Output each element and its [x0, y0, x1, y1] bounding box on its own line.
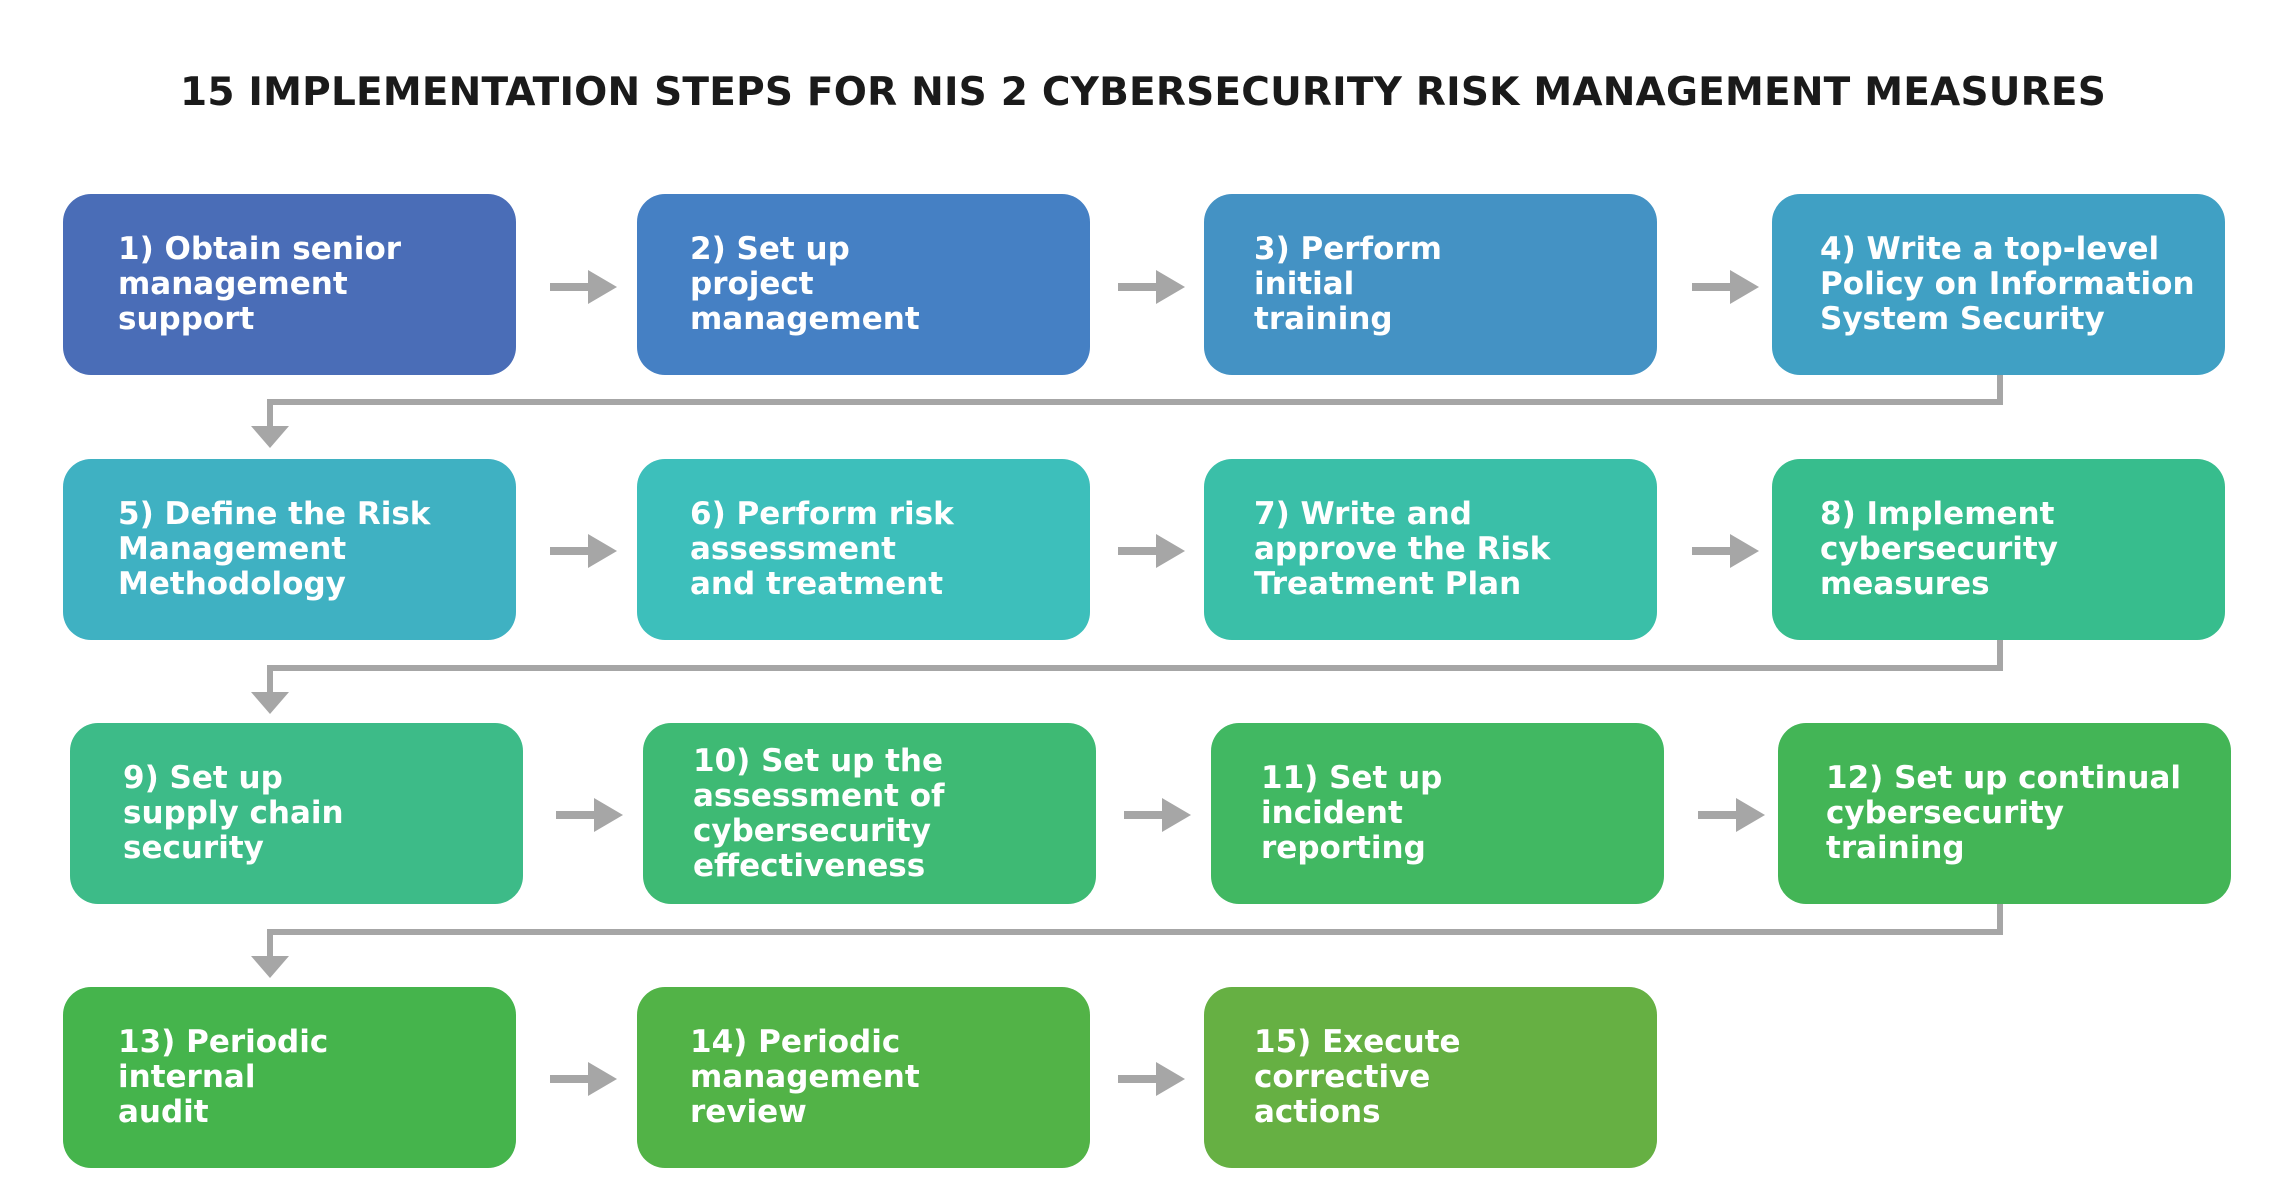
step-13-box: 13) Periodic internal audit — [63, 987, 516, 1168]
step-10-label: 10) Set up the assessment of cybersecuri… — [693, 742, 945, 884]
step-3-label: 3) Perform initial training — [1254, 231, 1442, 337]
arrow-1-2 — [550, 270, 617, 304]
step-15-box: 15) Execute corrective actions — [1204, 987, 1657, 1168]
step-14-box: 14) Periodic management review — [637, 987, 1090, 1168]
step-6-label: 6) Perform risk assessment and treatment — [690, 496, 954, 602]
arrow-7-8 — [1692, 534, 1759, 568]
step-12-label: 12) Set up continual cybersecurity train… — [1826, 760, 2181, 866]
step-15-label: 15) Execute corrective actions — [1254, 1024, 1461, 1130]
arrow-3-4 — [1692, 270, 1759, 304]
step-4-box: 4) Write a top-level Policy on Informati… — [1772, 194, 2225, 375]
step-8-label: 8) Implement cybersecurity measures — [1820, 496, 2058, 602]
step-8-box: 8) Implement cybersecurity measures — [1772, 459, 2225, 640]
step-12-box: 12) Set up continual cybersecurity train… — [1778, 723, 2231, 904]
step-11-box: 11) Set up incident reporting — [1211, 723, 1664, 904]
step-10-box: 10) Set up the assessment of cybersecuri… — [643, 723, 1096, 904]
step-7-label: 7) Write and approve the Risk Treatment … — [1254, 496, 1551, 602]
connector-8-9 — [251, 640, 2003, 714]
step-13-label: 13) Periodic internal audit — [118, 1024, 329, 1130]
step-1-label: 1) Obtain senior management support — [118, 231, 402, 337]
arrow-11-12 — [1698, 798, 1765, 832]
connector-4-5 — [251, 375, 2003, 448]
step-2-box: 2) Set up project management — [637, 194, 1090, 375]
page-title: 15 IMPLEMENTATION STEPS FOR NIS 2 CYBERS… — [179, 70, 2107, 115]
step-9-label: 9) Set up supply chain security — [123, 760, 344, 866]
step-6-box: 6) Perform risk assessment and treatment — [637, 459, 1090, 640]
step-4-label: 4) Write a top-level Policy on Informati… — [1820, 231, 2195, 337]
step-7-box: 7) Write and approve the Risk Treatment … — [1204, 459, 1657, 640]
arrow-9-10 — [556, 798, 623, 832]
step-11-label: 11) Set up incident reporting — [1261, 760, 1443, 866]
arrow-5-6 — [550, 534, 617, 568]
step-2-label: 2) Set up project management — [690, 231, 920, 337]
arrow-10-11 — [1124, 798, 1191, 832]
step-3-box: 3) Perform initial training — [1204, 194, 1657, 375]
arrow-14-15 — [1118, 1062, 1185, 1096]
step-1-box: 1) Obtain senior management support — [63, 194, 516, 375]
arrow-6-7 — [1118, 534, 1185, 568]
step-5-box: 5) Define the Risk Management Methodolog… — [63, 459, 516, 640]
step-9-box: 9) Set up supply chain security — [70, 723, 523, 904]
step-5-label: 5) Define the Risk Management Methodolog… — [118, 496, 431, 602]
arrow-2-3 — [1118, 270, 1185, 304]
arrow-13-14 — [550, 1062, 617, 1096]
connector-12-13 — [251, 904, 2003, 978]
step-14-label: 14) Periodic management review — [690, 1024, 920, 1130]
